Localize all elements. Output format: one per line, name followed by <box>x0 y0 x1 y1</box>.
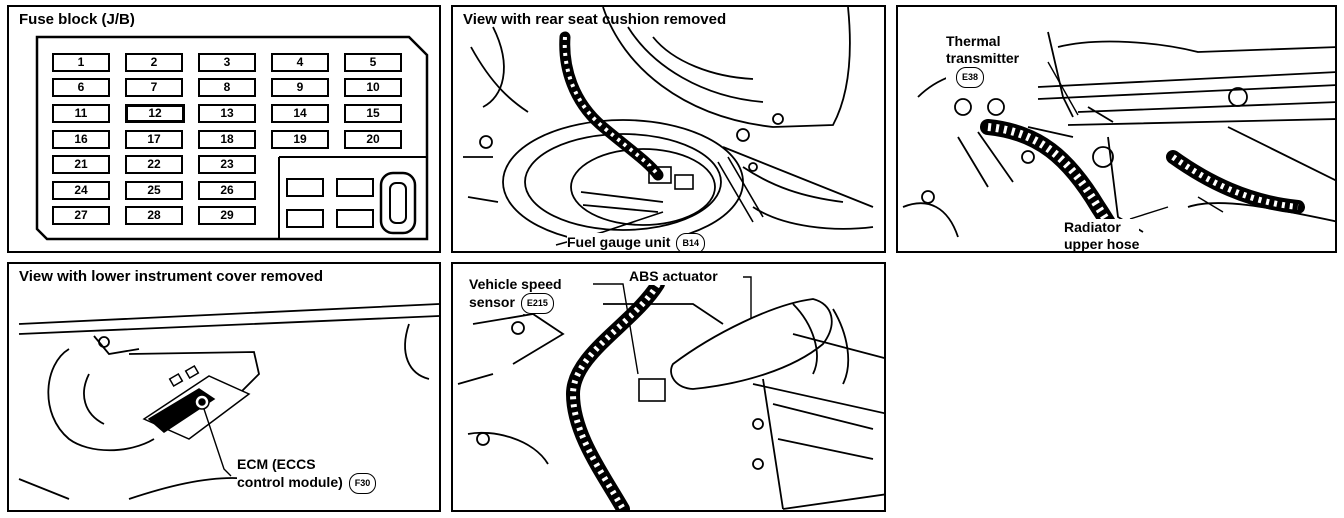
fuse-19: 19 <box>271 130 329 149</box>
abs-illustration <box>457 276 884 510</box>
ecm-illustration <box>18 303 439 500</box>
rear-seat-panel: View with rear seat cushion removed <box>451 5 886 253</box>
engine-bay-illustration <box>902 31 1335 247</box>
fuse-29: 29 <box>198 206 256 225</box>
fuel-gauge-unit-text: Fuel gauge unit <box>567 234 671 251</box>
speed-sensor-line2: sensor <box>469 294 515 311</box>
thermal-connector-badge: E38 <box>956 67 985 88</box>
rear-seat-title: View with rear seat cushion removed <box>463 11 727 28</box>
speed-sensor-connector-badge: E215 <box>520 293 554 314</box>
fuse-28: 28 <box>125 206 183 225</box>
fuse-24: 24 <box>52 181 110 200</box>
fuse-4: 4 <box>271 53 329 72</box>
fuse-10: 10 <box>344 78 402 97</box>
radiator-upper-hose-label: Radiator upper hose <box>1064 219 1140 252</box>
abs-actuator-panel: Vehicle speed sensor E215 ABS actuator <box>451 262 886 512</box>
ecm-connector-badge: F30 <box>348 473 377 494</box>
fuse-3: 3 <box>198 53 256 72</box>
radiator-label-line2: upper hose <box>1064 236 1140 252</box>
ecm-label: ECM (ECCS control module) F30 <box>237 456 377 494</box>
ecm-label-line1: ECM (ECCS <box>237 456 316 472</box>
fuse-12: 12 <box>125 104 185 123</box>
fuel-tank-illustration <box>463 7 874 246</box>
thermal-transmitter-label: Thermal transmitter E38 <box>946 33 1020 88</box>
thermal-transmitter-panel: Thermal transmitter E38 Radiator upper h… <box>896 5 1337 253</box>
lower-instrument-panel: View with lower instrument cover removed… <box>7 262 441 512</box>
fuse-9: 9 <box>271 78 329 97</box>
fuse-2: 2 <box>125 53 183 72</box>
fuse-18: 18 <box>198 130 256 149</box>
fuse-8: 8 <box>198 78 256 97</box>
thermal-label-line2: transmitter <box>946 50 1020 66</box>
ecm-label-line2: control module) <box>237 474 343 491</box>
fuse-27: 27 <box>52 206 110 225</box>
speed-sensor-line1: Vehicle speed <box>469 276 562 292</box>
thermal-label-line1: Thermal <box>946 33 1001 49</box>
fuse-21: 21 <box>52 155 110 174</box>
fuse-15: 15 <box>344 104 402 123</box>
fuse-5: 5 <box>344 53 402 72</box>
fuel-gauge-connector-badge: B14 <box>676 233 705 251</box>
fuse-17: 17 <box>125 130 183 149</box>
fuse-16: 16 <box>52 130 110 149</box>
fuse-23: 23 <box>198 155 256 174</box>
fuse-6: 6 <box>52 78 110 97</box>
fuse-13: 13 <box>198 104 256 123</box>
fuse-22: 22 <box>125 155 183 174</box>
lower-instrument-title: View with lower instrument cover removed <box>19 268 323 285</box>
fuse-25: 25 <box>125 181 183 200</box>
fuse-block-outline <box>35 35 429 241</box>
abs-actuator-label: ABS actuator <box>629 268 718 285</box>
radiator-label-line1: Radiator <box>1064 219 1121 235</box>
fuse-14: 14 <box>271 104 329 123</box>
fuse-11: 11 <box>52 104 110 123</box>
ecm-label-line2-wrap: control module) F30 <box>237 473 377 494</box>
fuse-1: 1 <box>52 53 110 72</box>
fuse-26: 26 <box>198 181 256 200</box>
speed-sensor-line2-wrap: sensor E215 <box>469 293 562 314</box>
fuel-gauge-unit-label: Fuel gauge unit B14 <box>567 233 705 251</box>
vehicle-speed-sensor-label: Vehicle speed sensor E215 <box>469 276 562 314</box>
fuse-7: 7 <box>125 78 183 97</box>
fuse-block-title: Fuse block (J/B) <box>19 11 135 28</box>
fuse-20: 20 <box>344 130 402 149</box>
